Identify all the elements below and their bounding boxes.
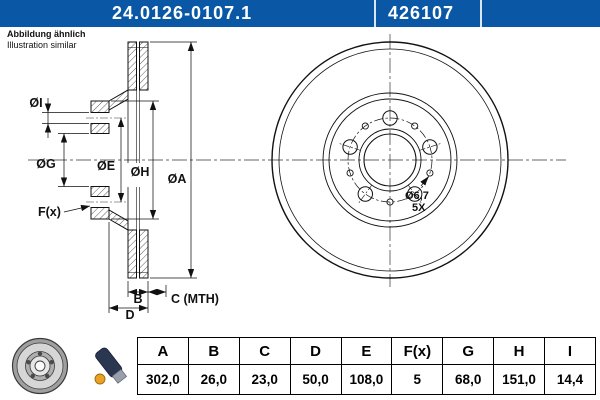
label-dia-a: ØA bbox=[168, 172, 187, 186]
label-dia-g: ØG bbox=[36, 157, 55, 171]
table-value-cell-i: 14,4 bbox=[544, 364, 596, 395]
friction-plate bbox=[127, 41, 137, 91]
table-value-cell-d: 50,0 bbox=[289, 364, 342, 395]
title-bar: 24.0126-0107.1 426107 bbox=[0, 0, 600, 27]
hole-dia-leader bbox=[420, 176, 429, 187]
friction-plate bbox=[139, 41, 149, 91]
table-header-cell-e: E bbox=[340, 337, 393, 365]
label-b: B bbox=[133, 292, 142, 306]
section-edges bbox=[127, 47, 148, 273]
dimension-table: A B C D E F(x) G H I 302,0 26,0 23,0 50,… bbox=[137, 337, 596, 395]
friction-plate bbox=[139, 229, 149, 279]
bolt-circle bbox=[347, 117, 433, 203]
outer-diameter-circle bbox=[271, 41, 509, 279]
mounting-flange bbox=[90, 123, 110, 134]
table-header-cell-c: C bbox=[238, 337, 291, 365]
label-hole-count: 5X bbox=[412, 202, 426, 214]
title-bar-divider bbox=[480, 0, 482, 27]
table-header-cell-a: A bbox=[137, 337, 189, 365]
label-dia-e: ØE bbox=[97, 159, 115, 173]
hat-wall bbox=[108, 89, 129, 111]
bolt-holes bbox=[342, 110, 438, 202]
table-header-cell-i: I bbox=[544, 337, 596, 365]
table-header-cell-h: H bbox=[493, 337, 545, 365]
label-hole-diameter: Ø6,7 bbox=[405, 190, 429, 202]
dimension-lines bbox=[42, 41, 429, 313]
table-value-row: 302,0 26,0 23,0 50,0 108,0 5 68,0 151,0 … bbox=[137, 364, 596, 395]
friction-plate bbox=[127, 229, 137, 279]
disc-icon bbox=[11, 337, 69, 395]
fx-leader bbox=[63, 204, 91, 213]
label-d: D bbox=[125, 308, 134, 322]
table-value-cell-b: 26,0 bbox=[187, 364, 240, 395]
table-value-cell-fx: 5 bbox=[391, 364, 444, 395]
caliper-icon bbox=[94, 347, 128, 385]
mounting-flange bbox=[90, 186, 110, 197]
table-header-cell-d: D bbox=[289, 337, 342, 365]
label-dia-h: ØH bbox=[131, 165, 150, 179]
label-c-mth: C (MTH) bbox=[171, 292, 219, 306]
title-bar-divider bbox=[374, 0, 376, 27]
center-bore-circle bbox=[363, 133, 417, 187]
table-value-cell-h: 151,0 bbox=[493, 364, 545, 395]
label-dia-i: ØI bbox=[29, 96, 42, 110]
section-view bbox=[86, 41, 149, 279]
part-number: 24.0126-0107.1 bbox=[112, 3, 253, 23]
caliper-icon-accent-dot bbox=[94, 373, 106, 385]
disc-icon-holes bbox=[26, 351, 54, 379]
table-value-cell-e: 108,0 bbox=[340, 364, 393, 395]
illustration-note: Abbildung ähnlich Illustration similar bbox=[7, 29, 86, 51]
front-view bbox=[271, 41, 509, 279]
table-value-cell-a: 302,0 bbox=[137, 364, 189, 395]
note-german: Abbildung ähnlich bbox=[7, 29, 86, 39]
label-f-x: F(x) bbox=[38, 205, 61, 219]
hub-pilot-circle bbox=[358, 128, 422, 192]
bolt-hole-centerline-ticks bbox=[339, 143, 441, 204]
centerlines bbox=[28, 34, 566, 287]
small-holes bbox=[346, 122, 434, 206]
hat-edge-circle bbox=[328, 98, 452, 222]
table-value-cell-g: 68,0 bbox=[442, 364, 495, 395]
reference-number: 426107 bbox=[388, 3, 455, 23]
mounting-flange bbox=[90, 100, 110, 113]
dimension-labels: ØI ØG ØE ØH ØA F(x) B C (MTH) D Ø6,7 5X bbox=[29, 96, 428, 322]
note-english: Illustration similar bbox=[7, 40, 77, 50]
hat-wall bbox=[108, 209, 129, 231]
table-header-cell-g: G bbox=[442, 337, 495, 365]
table-value-cell-c: 23,0 bbox=[238, 364, 291, 395]
table-header-cell-b: B bbox=[187, 337, 240, 365]
rim-chamfer-circle bbox=[278, 48, 502, 272]
friction-inner-circle bbox=[322, 92, 458, 228]
table-header-row: A B C D E F(x) G H I bbox=[137, 337, 596, 365]
table-header-cell-fx: F(x) bbox=[391, 337, 444, 365]
mounting-flange bbox=[90, 207, 110, 220]
